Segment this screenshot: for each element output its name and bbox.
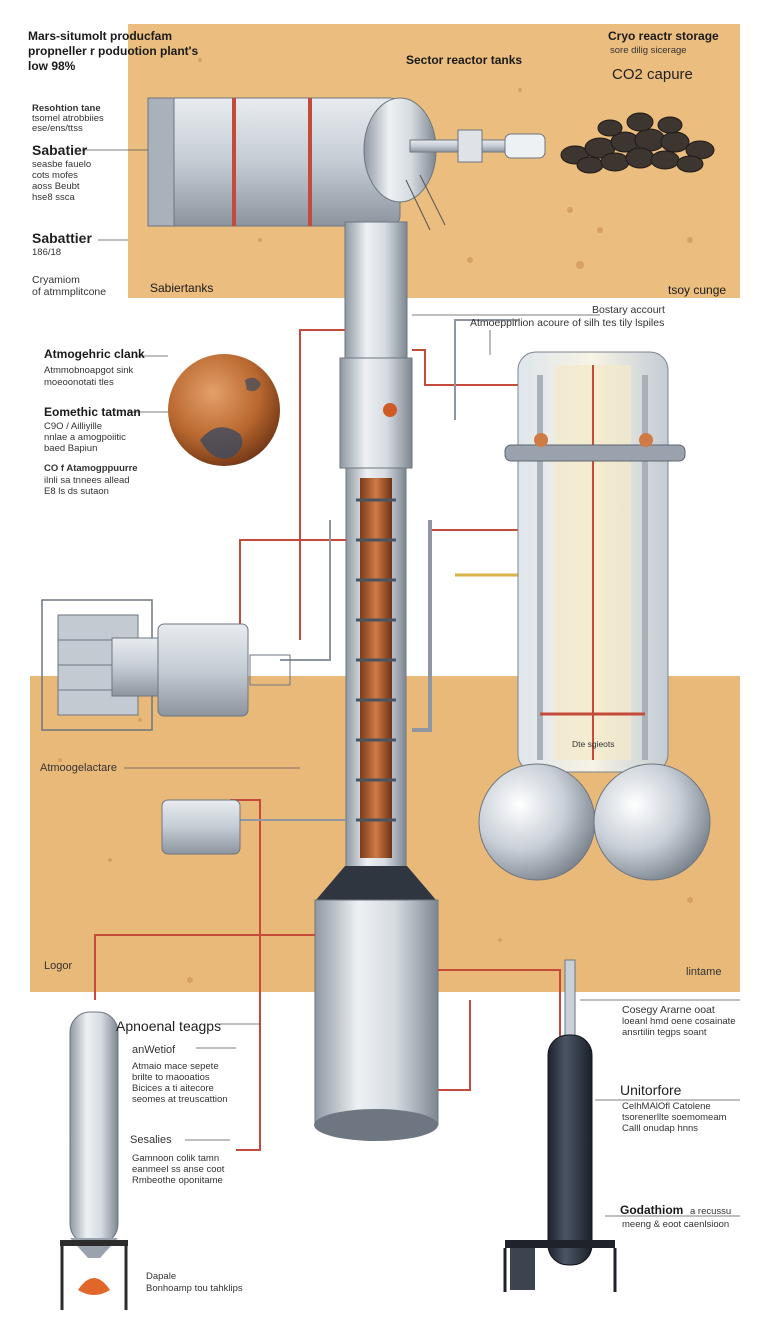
cosegy-sub1: loeanl hmd oene cosainate: [622, 1016, 736, 1027]
sphere-tank-right: [593, 763, 711, 881]
base-sub: Bonhoamp tou tahklips: [146, 1283, 243, 1294]
godathiom-title: Godathiom: [620, 1203, 684, 1217]
unit-sub2: tsorenerllte soemomeam: [622, 1112, 727, 1123]
right-caption: lintame: [686, 966, 722, 978]
anw-sub2: brilte to maooatios: [132, 1072, 210, 1083]
godathiom-sub: meeng & eoot caenlsioon: [622, 1219, 730, 1230]
anw-sub4: seomes at treuscattion: [132, 1094, 228, 1105]
storage-caption: tsoy cunge: [668, 283, 727, 297]
column-tag: Dte sgieots: [572, 739, 615, 749]
atmo-clank-title: Atmogehric clank: [44, 347, 145, 361]
central-column: [314, 221, 439, 1141]
sesalles-title: Sesalies: [130, 1134, 172, 1146]
eomethic-sub2: nnlae a amogpoiitic: [44, 432, 126, 443]
co2-capture-pile: [560, 112, 715, 174]
eomethic-title: Eomethic tatman: [44, 405, 141, 419]
sabatier-sub-1: seasbe fauelo: [32, 159, 92, 170]
atmospheric-label: Atmoogelactare: [40, 762, 118, 774]
cryo-storage-sub: sore dilig sicerage: [610, 45, 687, 56]
reaction-tank-sub2: ese/ens/ttss: [32, 123, 83, 134]
anw-title: anWetiof: [132, 1044, 176, 1056]
sabatier-title-2: Sabattier: [32, 230, 92, 246]
header-title-line3: low 98%: [28, 59, 76, 73]
sphere-tank-left: [478, 763, 596, 881]
atmosphere-line2: of atmmplitcone: [32, 286, 107, 298]
industrial-module: [41, 599, 291, 731]
ses-sub3: Rmbeothe oponitame: [132, 1175, 223, 1186]
co-title: CO f Atamogppuurre: [44, 463, 138, 474]
cosegy-sub2: ansrtilin tegps soant: [622, 1027, 707, 1038]
ses-sub2: eanmeel ss anse coot: [132, 1164, 225, 1175]
sabatier-sub-3: aoss Beubt: [32, 181, 80, 192]
unit-sub1: CelhMAlOfl Catolene: [622, 1101, 711, 1112]
reactor-tank-horizontal: [147, 97, 546, 231]
tall-tank-left: [60, 1011, 128, 1310]
sabatier-title-1: Sabatier: [32, 142, 88, 158]
reactor-tanks-label: Sector reactor tanks: [406, 53, 523, 67]
anw-sub3: Bicices a ti aitecore: [132, 1083, 214, 1094]
left-caption: Logor: [44, 960, 73, 972]
cryo-storage-title: Cryo reactr storage: [608, 29, 719, 43]
eomethic-sub1: C9O / Ailliyille: [44, 421, 103, 432]
unit-sub3: Calll onudap hnns: [622, 1123, 699, 1134]
atmo-clank-sub1: Atmmobnoapgot sink: [44, 365, 134, 376]
header-title-line2: propneller r poduotion plant's: [28, 44, 199, 58]
eomethic-sub3: baed Bapiun: [44, 443, 98, 454]
reaction-tank-title: Resohtion tane: [32, 103, 101, 114]
co-sub2: E8 ls ds sutaon: [44, 486, 109, 497]
atmosphere-line1: Cryamiom: [32, 274, 80, 286]
sabatier-sub-2: cots mofes: [32, 170, 78, 181]
co-sub1: ilnli sa tnnees allead: [44, 475, 130, 486]
sabatier-sub-4: hse8 ssca: [32, 192, 75, 203]
unitorfore-title: Unitorfore: [620, 1082, 682, 1098]
leader-lines: [82, 149, 740, 1217]
atmo-clank-sub2: moeoonotati tles: [44, 377, 114, 388]
tanks-caption: Sabiertanks: [150, 281, 214, 295]
reaction-tank-sub1: tsomel atrobbiies: [32, 113, 104, 124]
ses-sub1: Gamnoon colik tamn: [132, 1153, 220, 1164]
cosegy-title: Cosegy Ararne ooat: [622, 1004, 715, 1016]
apnoenal-title: Apnoenal teagps: [116, 1018, 222, 1034]
mars-planet: [168, 354, 280, 466]
small-tank: [161, 799, 241, 855]
anw-sub1: Atmaio mace sepete: [132, 1061, 219, 1072]
atmo-account-label: Atmoeppiriion acoure of silh tes tily ls…: [470, 317, 665, 329]
pipe-network: [94, 319, 561, 1151]
co2-capture-label: CO2 capure: [612, 66, 693, 83]
dark-column-right: [503, 959, 617, 1292]
sabatier-sub-5: 186/18: [32, 247, 62, 258]
cryo-storage-cylinder: [504, 351, 686, 773]
base-title: Dapale: [146, 1271, 177, 1282]
godathiom-note: a recussu: [690, 1206, 732, 1217]
factory-account-label: Bostary accourt: [592, 304, 665, 316]
header-title-line1: Mars-situmolt producfam: [28, 29, 173, 43]
